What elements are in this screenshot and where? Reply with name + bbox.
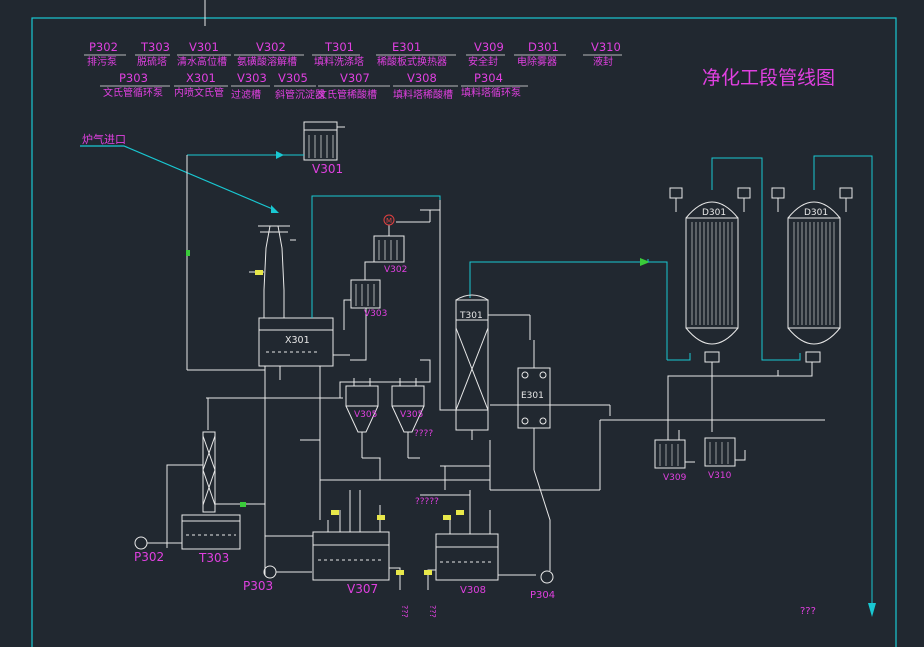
tag-v305: V305 [354, 410, 377, 420]
tag-v305: V305 [400, 410, 423, 420]
legend-code: E301 [392, 40, 421, 54]
p302-pump [134, 536, 182, 550]
v303-tank [343, 261, 381, 361]
legend-row-2: P303 文氏管循环泵 X301 内喷文氏管 V303 过滤槽 V305 斜管沉… [100, 71, 528, 101]
tag-v301: V301 [312, 162, 343, 176]
legend-label: 电除雾器 [517, 55, 557, 68]
legend-code: T303 [140, 40, 170, 54]
legend-label: 排污泵 [87, 55, 117, 68]
p304-pump [533, 469, 554, 584]
tag-e301: E301 [521, 391, 544, 401]
legend-code: V303 [237, 71, 267, 85]
legend-label: 斜管沉淀器 [275, 88, 325, 101]
legend-label: 文氏管循环泵 [103, 86, 163, 99]
d301-precipitator-a [669, 187, 751, 363]
v307-tank [312, 490, 401, 590]
v305-settler-b [391, 378, 425, 458]
legend-label: 填料塔稀酸槽 [393, 88, 453, 101]
tag-v307: V307 [347, 582, 378, 596]
v301-tank [303, 121, 345, 161]
t303-tower [166, 431, 265, 550]
legend-label: 液封 [593, 55, 613, 68]
gas-x301-to-t301 [311, 195, 441, 318]
legend-code: V310 [591, 40, 621, 54]
legend-code: V308 [407, 71, 437, 85]
v302-tank [373, 209, 440, 263]
drawing-frame [31, 17, 897, 647]
tag-p302: P302 [134, 550, 164, 564]
unknown-mark: ??? [428, 605, 437, 618]
tag-x301: X301 [285, 335, 310, 346]
tag-v310: V310 [708, 471, 732, 481]
flow-arrow [271, 205, 279, 213]
p303-pump [263, 565, 312, 579]
d301-precipitator-b [771, 187, 853, 363]
legend-label: 过滤槽 [231, 88, 261, 101]
legend-label: 填料塔循环泵 [461, 86, 521, 99]
legend-label: 内喷文氏管 [174, 86, 224, 99]
left-piping [186, 155, 350, 575]
tag-v308: V308 [460, 585, 486, 596]
tag-d301: D301 [804, 208, 828, 218]
v308-tank [420, 490, 536, 590]
svg-text:M: M [386, 217, 392, 225]
e301-exchanger [517, 315, 551, 470]
gas-inlet-pipe [80, 145, 276, 211]
legend-label: 文氏管稀酸槽 [317, 88, 377, 101]
legend-code: T301 [324, 40, 354, 54]
legend-code: V309 [474, 40, 504, 54]
legend-label: 脱硫塔 [137, 55, 167, 68]
legend-label: 安全封 [468, 55, 498, 68]
gauge [186, 250, 190, 256]
legend-row-1: P302 排污泵 T303 脱硫塔 V301 清水高位槽 V302 氨磺酸溶解槽… [84, 40, 622, 68]
valve [255, 270, 263, 275]
diagram-title: 净化工段管线图 [702, 67, 835, 89]
legend-code: V307 [340, 71, 370, 85]
d301-drains [490, 362, 825, 440]
unknown-mark: ???? [414, 429, 433, 439]
tag-t301: T301 [459, 311, 483, 321]
legend-code: V305 [278, 71, 308, 85]
legend-label: 清水高位槽 [177, 55, 227, 68]
legend-label: 稀酸板式换热器 [377, 55, 447, 68]
legend-code: X301 [186, 71, 216, 85]
tag-p304: P304 [530, 590, 555, 601]
legend-code: P302 [89, 40, 118, 54]
v310-seal [704, 437, 746, 467]
t301-tower [455, 294, 530, 440]
tag-t303: T303 [198, 551, 229, 565]
tag-p303: P303 [243, 579, 273, 593]
misc-piping [265, 420, 601, 537]
tag-v303: V303 [364, 309, 387, 319]
motor-icon [383, 214, 395, 226]
unknown-mark: ????? [415, 497, 439, 507]
d301-gas-lines [667, 155, 873, 615]
legend-code: V301 [189, 40, 219, 54]
gas-inlet-label: 炉气进口 [82, 132, 126, 146]
gas-t301-to-d301 [469, 259, 649, 298]
legend-code: D301 [528, 40, 559, 54]
tag-v309: V309 [663, 473, 687, 483]
unknown-mark: ??? [800, 606, 816, 617]
tag-d301: D301 [702, 208, 726, 218]
legend-code: P303 [119, 71, 148, 85]
legend-label: 氨磺酸溶解槽 [237, 55, 297, 68]
legend-label: 填料洗涤塔 [314, 55, 364, 68]
tag-v302: V302 [384, 265, 407, 275]
unknown-mark: ??? [400, 605, 409, 618]
v309-seal [654, 430, 695, 469]
legend-code: P304 [474, 71, 503, 85]
legend-code: V302 [256, 40, 286, 54]
